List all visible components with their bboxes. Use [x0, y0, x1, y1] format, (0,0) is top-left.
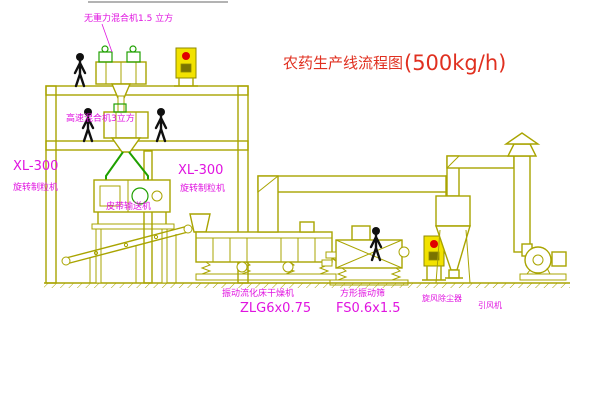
mid-mixer-machine [103, 103, 149, 153]
control-panel-top [174, 47, 198, 87]
ground-line [44, 282, 570, 288]
exhaust-stack [503, 132, 541, 253]
person-icon [73, 51, 87, 88]
diagram-title: 农药生产线流程图 (500kg/h) [283, 51, 506, 75]
title-capacity: (500kg/h) [404, 51, 506, 75]
leader-line [101, 23, 113, 53]
top-mixer-machine [95, 45, 147, 113]
belt-conveyor-machine [61, 224, 193, 283]
person-icon [81, 106, 95, 143]
label-cyclone: 旋风除尘器 [422, 293, 462, 303]
label-screen-model: FS0.6x1.5 [336, 301, 401, 316]
label-granulator-left-model: XL-300 [13, 159, 58, 174]
label-granulator-right-name: 旋转制粒机 [180, 182, 225, 194]
dryer-feed-hopper [189, 213, 211, 233]
person-icon [154, 106, 168, 143]
exhaust-duct [257, 175, 459, 233]
label-granulator-right-model: XL-300 [178, 163, 223, 178]
label-granulator-left-name: 旋转制粒机 [13, 181, 58, 193]
exhaust-pipe [446, 155, 515, 169]
building-structure [45, 85, 249, 284]
label-dryer-model: ZLG6x0.75 [240, 301, 311, 316]
title-text: 农药生产线流程图 [283, 54, 403, 72]
label-top-mixer: 无重力混合机1.5 立方 [84, 12, 173, 24]
vibrating-screen-machine [321, 225, 410, 286]
label-screen-name: 方形振动筛 [340, 287, 385, 299]
label-dryer-name: 振动流化床干燥机 [222, 287, 294, 299]
label-fan: 引风机 [478, 300, 502, 310]
y-chute [105, 151, 149, 181]
induced-draft-fan-machine [519, 243, 567, 281]
label-belt-conveyor: 皮带输送机 [106, 200, 151, 212]
label-mid-mixer: 高速混合机3立方 [66, 112, 135, 124]
granulator-machine [91, 179, 175, 284]
equipment-labels: 无重力混合机1.5 立方 高速混合机3立方 XL-300 旋转制粒机 XL-30… [13, 12, 502, 316]
